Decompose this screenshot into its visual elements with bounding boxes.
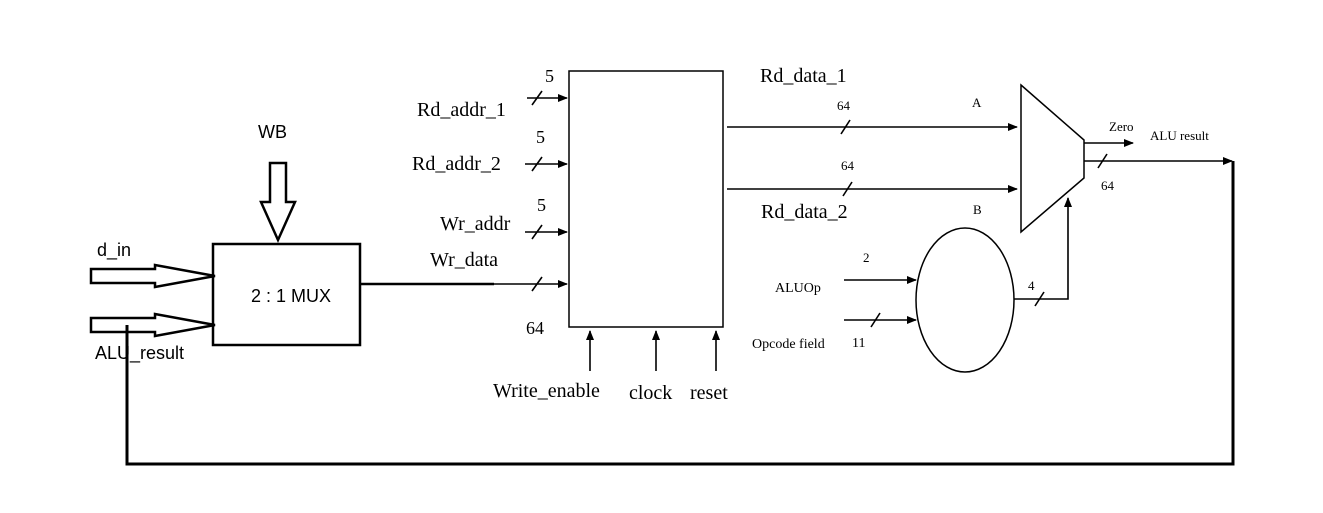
zero-label-clip (1138, 118, 1148, 136)
alu-result-width: 64 (1101, 178, 1115, 193)
rd-data-2-bus-slash (842, 181, 853, 197)
wr-addr-bus-slash (531, 224, 543, 240)
rd-data-1-width: 64 (837, 98, 851, 113)
alu-input-a-label: A (972, 95, 982, 110)
rd-addr-1-bus-slash (531, 90, 543, 106)
mux-label: 2 : 1 MUX (251, 286, 331, 306)
alu-control-block (915, 227, 1015, 373)
zero-label: Zero (1109, 119, 1134, 134)
rd-addr-2-bus-slash (531, 156, 543, 172)
wr-data-label: Wr_data (430, 249, 498, 271)
opcode-label: Opcode field (752, 337, 825, 352)
wr-data-width: 64 (526, 318, 544, 338)
alu-result-label: ALU result (1150, 128, 1209, 143)
rd-addr-1-width: 5 (545, 66, 554, 86)
rd-addr-2-width: 5 (536, 127, 545, 147)
rd-data-2-label: Rd_data_2 (761, 201, 848, 223)
alu-result-input-label: ALU_result (95, 343, 184, 364)
mux-block (211, 242, 362, 347)
alu-control-output-wire (1014, 197, 1072, 300)
rd-addr-2-label: Rd_addr_2 (412, 153, 501, 175)
alu-block (1020, 83, 1085, 234)
alu-result-bus-slash (1097, 153, 1108, 169)
feedback-loop-wire (125, 161, 1235, 466)
aluop-width: 2 (863, 250, 870, 265)
register-file-block (568, 70, 724, 328)
clock-label: clock (629, 382, 672, 404)
rd-data-2-width: 64 (841, 158, 855, 173)
reset-label: reset (690, 382, 728, 404)
alu-result-feedback-arrow (89, 312, 216, 338)
rd-data-1-label: Rd_data_1 (760, 65, 847, 87)
opcode-width: 11 (852, 336, 865, 351)
alu-input-b-label: B (973, 202, 982, 217)
rd-addr-1-label: Rd_addr_1 (417, 99, 506, 121)
aluop-label: ALUOp (775, 281, 821, 296)
wr-data-bus-slash (531, 276, 543, 292)
write-enable-label: Write_enable (493, 380, 600, 402)
wb-label: WB (258, 122, 287, 142)
d-in-label: d_in (97, 240, 131, 261)
wr-addr-label: Wr_addr (440, 213, 511, 235)
wr-addr-width: 5 (537, 195, 546, 215)
d-in-arrow (89, 263, 216, 289)
alu-control-bus-slash (1034, 291, 1045, 307)
opcode-bus-slash (870, 312, 881, 328)
alu-control-output-width: 4 (1028, 278, 1035, 293)
rd-data-1-bus-slash (840, 119, 851, 135)
wb-select-arrow (259, 161, 297, 244)
